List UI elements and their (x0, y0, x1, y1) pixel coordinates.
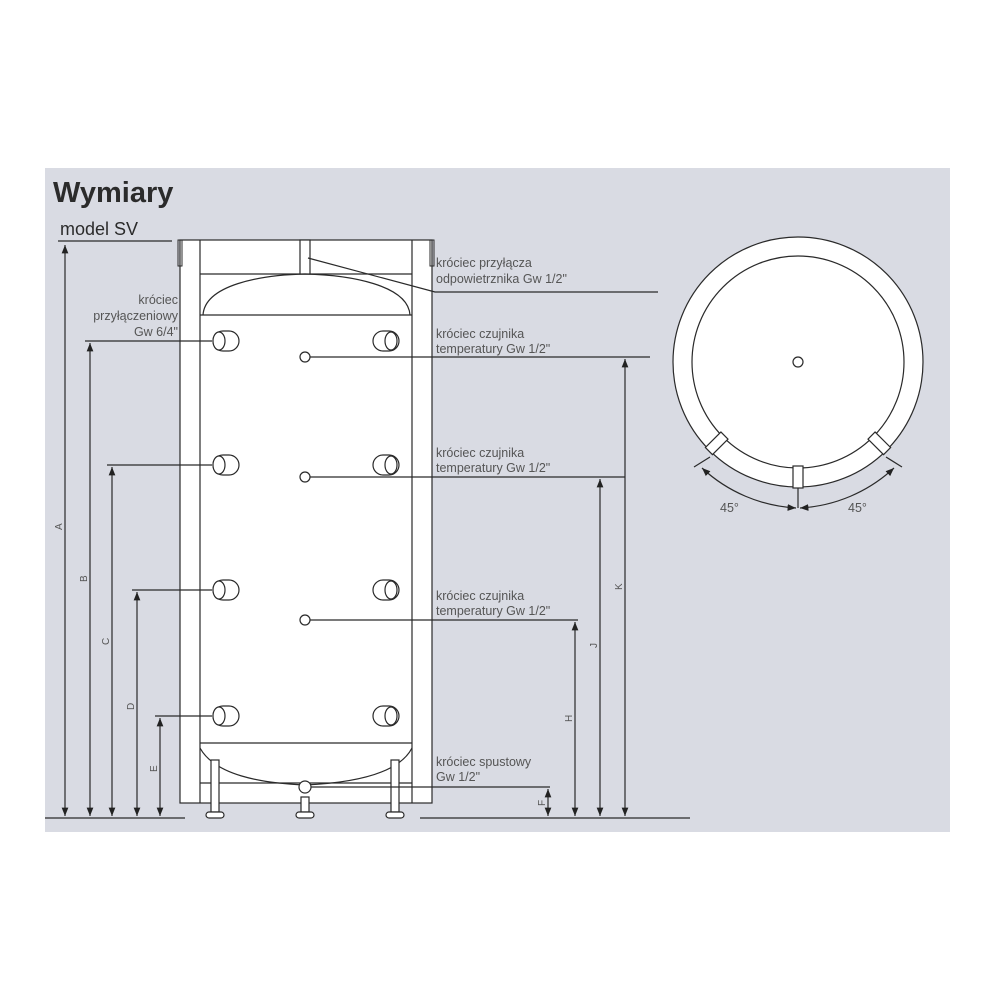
connection-label-3: Gw 6/4" (134, 325, 178, 339)
connection-label-1: króciec (138, 293, 178, 307)
sensor2-label-1: króciec czujnika (436, 446, 524, 460)
angle-label-left: 45° (720, 501, 739, 515)
pipe-port (372, 579, 400, 601)
dim-d: D (126, 703, 137, 710)
connection-ports (212, 330, 400, 727)
sensor3-label-2: temperatury Gw 1/2" (436, 604, 550, 618)
dim-c: C (101, 638, 112, 645)
callout-labels: króciec przyłącza odpowietrznika Gw 1/2"… (93, 256, 567, 784)
dim-e: E (149, 765, 160, 772)
connection-label-2: przyłączeniowy (93, 309, 179, 323)
pipe-port (372, 330, 400, 352)
tank-side-view (177, 239, 435, 819)
pipe-port (372, 705, 400, 727)
dim-h: H (564, 715, 575, 722)
vent-label-2: odpowietrznika Gw 1/2" (436, 272, 567, 286)
pipe-port (212, 705, 240, 727)
tank-top-view: 45° 45° (672, 236, 924, 515)
sensor1-label-2: temperatury Gw 1/2" (436, 342, 550, 356)
sensor3-label-1: króciec czujnika (436, 589, 524, 603)
angle-label-right: 45° (848, 501, 867, 515)
vent-label-1: króciec przyłącza (436, 256, 532, 270)
page-title: Wymiary (53, 177, 173, 209)
pipe-port (212, 579, 240, 601)
drain-label-1: króciec spustowy (436, 755, 532, 769)
pipe-port (372, 454, 400, 476)
dimension-letters: A B C D E F H J K (54, 523, 625, 806)
dim-b: B (79, 575, 90, 582)
pipe-port (212, 330, 240, 352)
dim-a: A (54, 523, 65, 530)
leader-lines (85, 257, 658, 788)
dim-j: J (589, 643, 600, 648)
drain-label-2: Gw 1/2" (436, 770, 480, 784)
model-subtitle: model SV (60, 219, 138, 239)
dim-f: F (537, 800, 548, 806)
sensor1-label-1: króciec czujnika (436, 327, 524, 341)
sensor2-label-2: temperatury Gw 1/2" (436, 461, 550, 475)
dimension-arrows (61, 245, 629, 816)
pipe-port (212, 454, 240, 476)
dim-k: K (614, 583, 625, 590)
